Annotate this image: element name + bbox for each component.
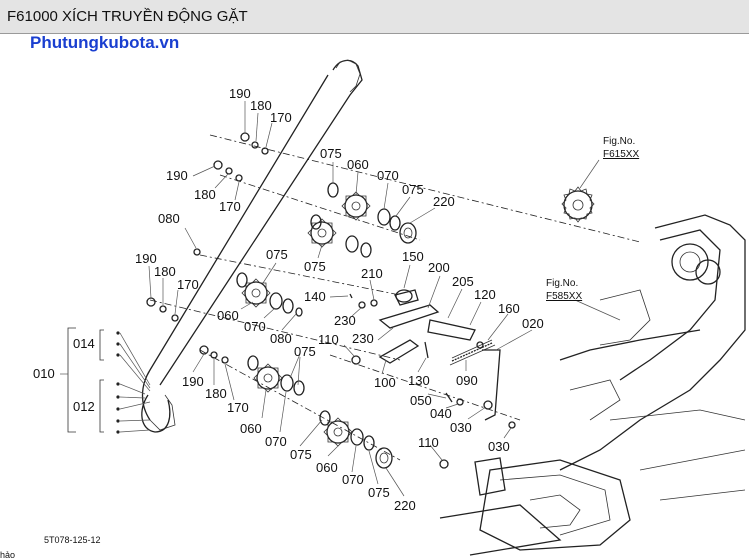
label-170: 170 [177,277,199,292]
machine-frame [439,214,746,556]
label-030: 030 [450,420,472,435]
label-060: 060 [347,157,369,172]
label-012: 012 [73,399,95,414]
label-170: 170 [227,400,249,415]
label-070: 070 [377,168,399,183]
label-180: 180 [250,98,272,113]
fastener-sets [146,132,449,469]
tensioner-assembly [349,289,516,496]
page-title: F61000 XÍCH TRUYỀN ĐỘNG GẶT [7,8,248,25]
label-130: 130 [408,373,430,388]
label-110: 110 [318,332,339,347]
label-075: 075 [402,182,424,197]
label-030: 030 [488,439,510,454]
label-070: 070 [265,434,287,449]
label-190: 190 [182,374,204,389]
label-180: 180 [205,386,227,401]
label-100: 100 [374,375,396,390]
label-070: 070 [244,319,266,334]
label-220: 220 [394,498,416,513]
label-075: 075 [290,447,312,462]
label-210: 210 [361,266,383,281]
sprocket-f615 [561,186,595,223]
fig-ref-code: F615XX [603,149,639,160]
label-060: 060 [316,460,338,475]
label-060: 060 [240,421,262,436]
label-200: 200 [428,260,450,275]
sprocket-lower [247,355,393,469]
label-180: 180 [154,264,176,279]
label-070: 070 [342,472,364,487]
drawing-code: 5T078-125-12 [44,535,101,545]
label-220: 220 [433,194,455,209]
label-080: 080 [158,211,180,226]
sprocket-middle [236,272,303,317]
label-075: 075 [368,485,390,500]
label-180: 180 [194,187,216,202]
corner-text: hảo [0,550,15,560]
fig-ref-label: Fig.No. [546,278,578,289]
label-075: 075 [304,259,326,274]
watermark: Phutungkubota.vn [30,33,180,52]
fig-ref-code: F585XX [546,291,582,302]
label-050: 050 [410,393,432,408]
label-010: 010 [33,366,55,381]
label-075: 075 [266,247,288,262]
label-205: 205 [452,274,474,289]
assembly-bracket [60,327,151,434]
leader-lines [148,101,621,497]
label-110: 110 [418,435,439,450]
label-075: 075 [320,146,342,161]
label-140: 140 [304,289,326,304]
sprocket-upper [307,182,417,258]
label-080: 080 [270,331,292,346]
label-020: 020 [522,316,544,331]
fig-ref-label: Fig.No. [603,136,635,147]
drive-chain [141,59,363,433]
label-190: 190 [229,86,251,101]
header-bar: F61000 XÍCH TRUYỀN ĐỘNG GẶT [0,0,749,34]
label-190: 190 [166,168,188,183]
label-170: 170 [219,199,241,214]
label-160: 160 [498,301,520,316]
parts-diagram: 190 180 170 190 180 170 080 190 180 170 … [0,59,746,560]
label-090: 090 [456,373,478,388]
label-075: 075 [294,344,316,359]
label-230: 230 [352,331,374,346]
figure-references: Fig.No. F615XX Fig.No. F585XX [546,136,639,302]
label-060: 060 [217,308,239,323]
label-230: 230 [334,313,356,328]
label-040: 040 [430,406,452,421]
label-120: 120 [474,287,496,302]
part-labels: 190 180 170 190 180 170 080 190 180 170 … [33,86,544,513]
label-150: 150 [402,249,424,264]
label-170: 170 [270,110,292,125]
label-190: 190 [135,251,157,266]
label-014: 014 [73,336,95,351]
